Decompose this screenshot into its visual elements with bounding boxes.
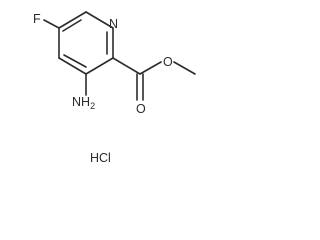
ester-oxygen-label: O (163, 55, 173, 69)
bond-c3-c4 (85, 57, 114, 75)
bond-c-o-single (139, 61, 162, 75)
bond-c4-c5-inner (63, 54, 87, 68)
ring-nitrogen-label: N (109, 17, 118, 31)
amine-subscript: 2 (90, 101, 95, 111)
bond-c5-f (43, 19, 60, 29)
bond-c2-carboxyl (112, 57, 141, 75)
bond-o-methyl (173, 61, 196, 75)
bond-c6-n (58, 11, 87, 29)
carbonyl-oxygen-label: O (136, 102, 146, 116)
amine-nh-text: NH (72, 95, 90, 109)
bond-c4-c5 (58, 57, 87, 75)
chemical-structure-diagram: F N NH2 O O HCl (33, 11, 196, 165)
fluorine-label: F (33, 12, 41, 26)
bond-n-c2 (85, 11, 114, 29)
salt-label: HCl (90, 151, 111, 165)
amine-label: NH2 (72, 95, 95, 111)
bond-c6-n-inner (62, 19, 82, 32)
